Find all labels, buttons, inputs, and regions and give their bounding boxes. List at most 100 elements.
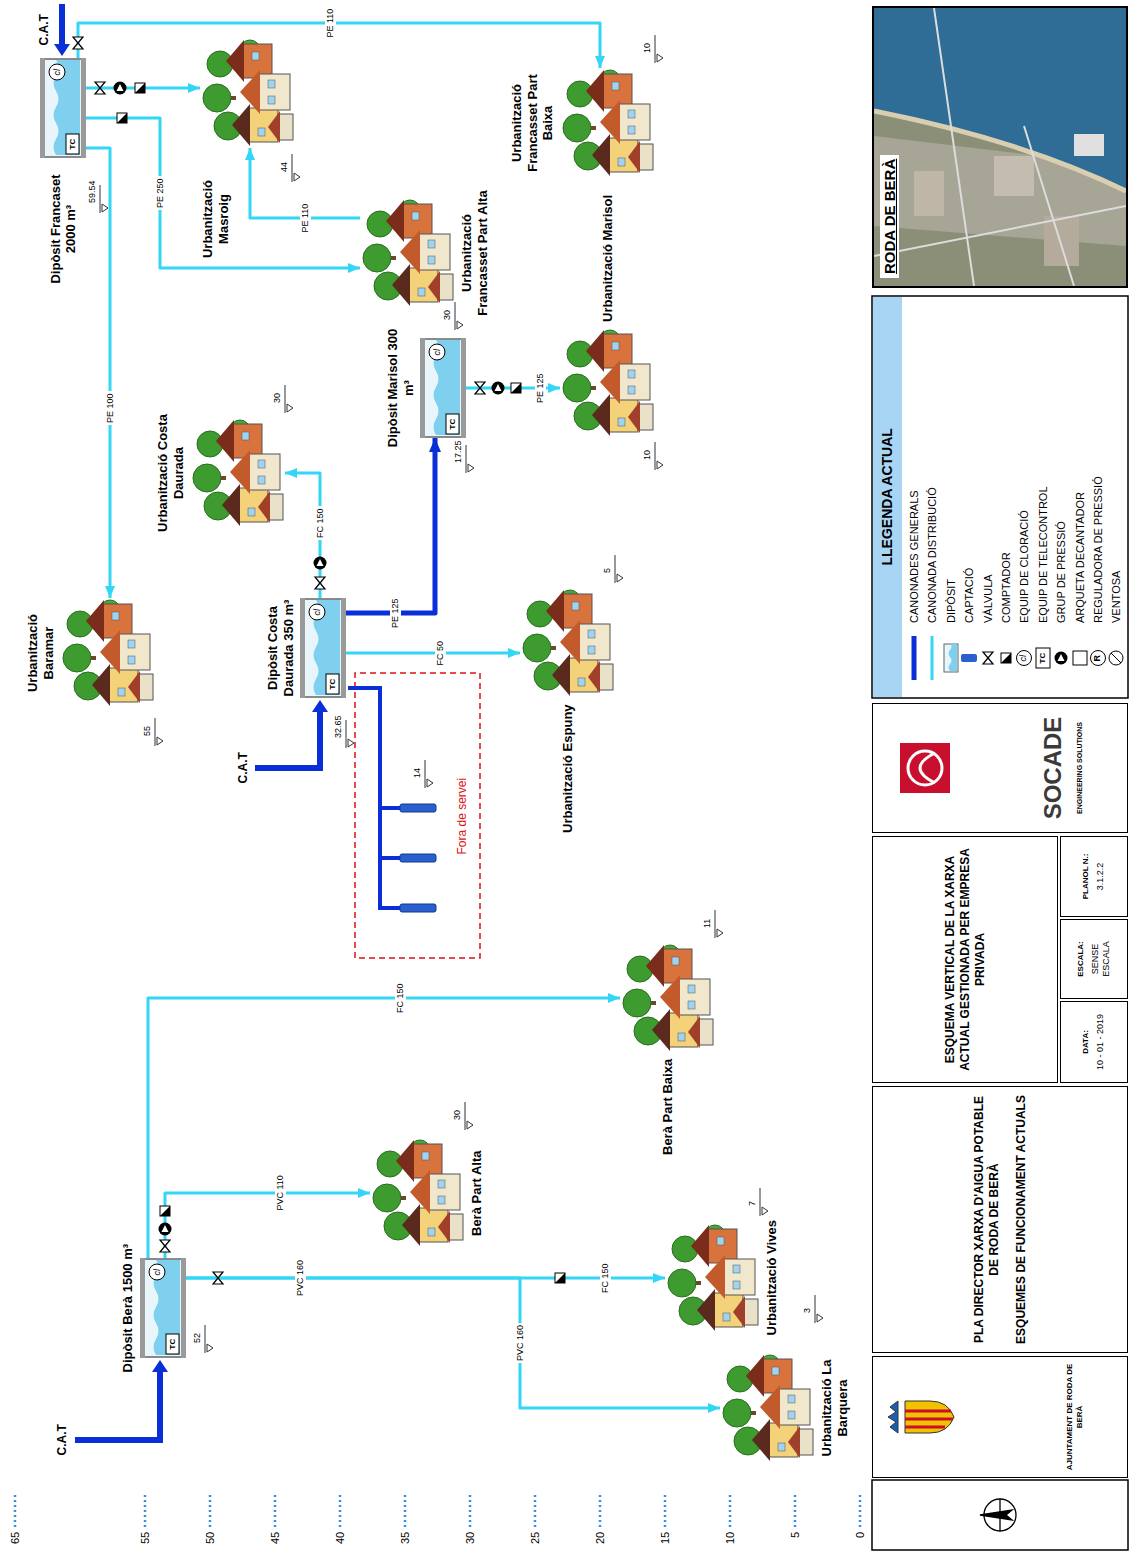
tank-name: Dipòsit Costa Daurada 350 m³	[265, 583, 296, 713]
urbanization-icon: Urbanització Costa Daurada	[190, 418, 285, 528]
shape-rect	[612, 82, 619, 90]
chlorination-tag: cl	[53, 69, 62, 76]
legend-text: EQUIP DE TELECONTROL	[1037, 486, 1050, 623]
scale-dots	[404, 1494, 407, 1527]
shape-circle	[623, 989, 651, 1017]
shape-rect	[723, 1313, 730, 1321]
shape-polygon	[402, 1204, 420, 1246]
scale-value: 30	[464, 1532, 476, 1544]
shape-rect	[301, 599, 345, 697]
supply-label: C.A.T	[38, 14, 51, 45]
status-note: Fora de servei	[455, 778, 469, 855]
shape-circle	[1109, 651, 1123, 665]
elevation-tick	[466, 445, 467, 473]
shape-rect	[874, 8, 1126, 286]
legend-text: CANONADA DISTRIBUCIÓ	[926, 487, 939, 623]
shape-polygon	[152, 1360, 168, 1372]
shape-polygon	[600, 100, 620, 144]
elevation-mark	[762, 1207, 768, 1215]
urbanization-icon: Berà Part Baixa	[620, 943, 715, 1053]
pipe-label: PE 110	[325, 7, 336, 40]
elevation-tick	[346, 720, 347, 748]
shape-polygon	[628, 401, 640, 433]
elevation-mark	[287, 404, 293, 412]
shape-rect	[242, 44, 272, 78]
legend-text: ARQUETA DECANTADOR	[1074, 492, 1087, 623]
map-title: RODA DE BERÀ	[880, 155, 899, 278]
shape-rect	[268, 494, 283, 520]
shape-rect	[961, 654, 977, 662]
distribution-pipe	[165, 1193, 370, 1258]
elevation-tick	[715, 910, 716, 938]
scale-dots	[209, 1494, 212, 1527]
elevation-tick	[455, 302, 456, 330]
shape-polygon	[592, 134, 610, 176]
shape-rect	[418, 234, 450, 270]
shape-polygon	[230, 450, 250, 494]
shape-rect	[914, 171, 944, 216]
scale-value: 35	[399, 1532, 411, 1544]
shape-rect	[166, 1334, 179, 1354]
scale-dots	[794, 1494, 797, 1527]
shape-rect	[402, 204, 432, 238]
shape-path	[434, 340, 461, 435]
coat-of-arms	[888, 1401, 954, 1433]
title-text: AJUNTAMENT DE RODA DE BERÀ	[1065, 1363, 1085, 1471]
elevation-value: 30	[272, 393, 283, 403]
pipe-label: PE 125	[535, 371, 546, 405]
shape-rect	[438, 274, 453, 300]
elevation-tick	[425, 760, 426, 788]
elevation-value: 30	[442, 310, 453, 320]
shape-path	[920, 753, 935, 783]
urbanization-name: Urbanització Costa Daurada	[155, 408, 186, 538]
shape-rect	[412, 1144, 442, 1178]
distribution-pipe	[186, 1278, 720, 1408]
elevation-mark	[207, 1344, 213, 1352]
elevation-mark	[657, 461, 663, 469]
shape-rect	[341, 598, 346, 698]
shape-polygon	[100, 630, 120, 674]
shape-polygon	[697, 1289, 715, 1331]
shape-rect	[118, 634, 150, 670]
legend-title: LLEGENDA ACTUAL	[880, 428, 895, 565]
distribution-pipe	[186, 1277, 665, 1280]
shape-polygon	[646, 945, 664, 987]
chlorination-tag: cl	[313, 609, 322, 616]
shape-rect	[698, 1019, 713, 1045]
telecontrol-tag: TC	[449, 419, 457, 430]
tank-icon	[40, 58, 86, 158]
title-block-cell: SOCADEENGINEERING SOLUTIONS	[872, 703, 1128, 833]
shape-rect	[628, 386, 635, 394]
shape-use	[117, 113, 127, 123]
shape-rect	[112, 612, 119, 620]
urbanization-name: Urbanització Marisol	[600, 195, 616, 322]
shape-path	[949, 644, 958, 671]
shape-rect	[258, 74, 290, 110]
shape-rect	[461, 338, 466, 438]
scale-value: 40	[334, 1532, 346, 1544]
shape-line	[1111, 653, 1121, 663]
urbanization-icon: Urbanització La Barquera	[720, 1353, 815, 1463]
elevation-value: 5	[602, 568, 613, 573]
shape-polygon	[216, 420, 234, 462]
urbanization-name: Berà Part Alta	[469, 1151, 485, 1237]
shape-use	[555, 1273, 565, 1283]
shape-path	[314, 600, 341, 695]
shape-rect	[612, 342, 619, 350]
tank-name: Dipòsit Francaset 2000 m³	[48, 164, 79, 294]
shape-polygon	[788, 1426, 800, 1458]
symbol-letter: R	[1093, 655, 1103, 662]
symbol-letter: cl	[1019, 655, 1029, 662]
pipe-label: PE 100	[105, 391, 116, 425]
elevation-value: 32.65	[333, 715, 344, 738]
urbanization-icon: Urbanització Marisol	[560, 328, 655, 438]
shape-polygon	[226, 40, 244, 82]
supply-label: C.A.T	[237, 752, 250, 783]
elevation-ticks	[100, 35, 823, 1353]
shape-circle	[193, 464, 221, 492]
shape-rect	[994, 156, 1034, 196]
elevation-mark	[467, 1121, 473, 1129]
shape-use	[159, 1223, 172, 1236]
shape-polygon	[600, 360, 620, 404]
elevation-tick	[615, 555, 616, 583]
